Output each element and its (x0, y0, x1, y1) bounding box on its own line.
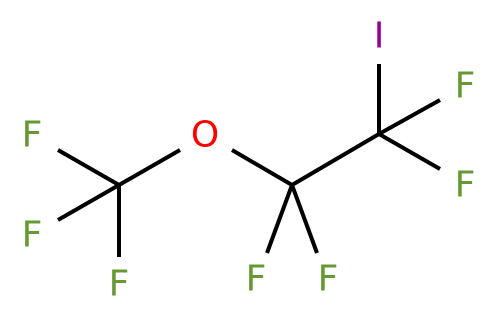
bond-cf3-to-oxygen (118, 148, 181, 187)
bond-cf2-to-f-left (265, 184, 294, 254)
atom-f-left-middle: F (22, 215, 43, 256)
atom-f-bottom-left: F (246, 259, 267, 300)
atom-labels: F F F O I F F F F (22, 16, 476, 305)
atom-iodine: I (374, 16, 385, 57)
bond-cf2-to-f-right (290, 184, 319, 254)
bonds (57, 64, 441, 257)
bond-cf3-to-f-upper (57, 148, 120, 187)
atom-f-right-upper: F (455, 66, 476, 107)
atom-f-right-lower: F (455, 165, 476, 206)
atom-f-left-lower: F (109, 264, 130, 305)
bond-cf2-to-cf2i (290, 132, 381, 187)
atom-f-left-upper: F (22, 115, 43, 156)
bond-cf2i-to-f-lower (378, 132, 441, 171)
bond-oxygen-to-cf2 (230, 148, 294, 187)
atom-f-bottom-right: F (318, 259, 339, 300)
bond-cf3-to-f-middle (57, 183, 120, 222)
atom-oxygen: O (191, 115, 219, 156)
bond-cf2i-to-f-upper (378, 98, 441, 136)
